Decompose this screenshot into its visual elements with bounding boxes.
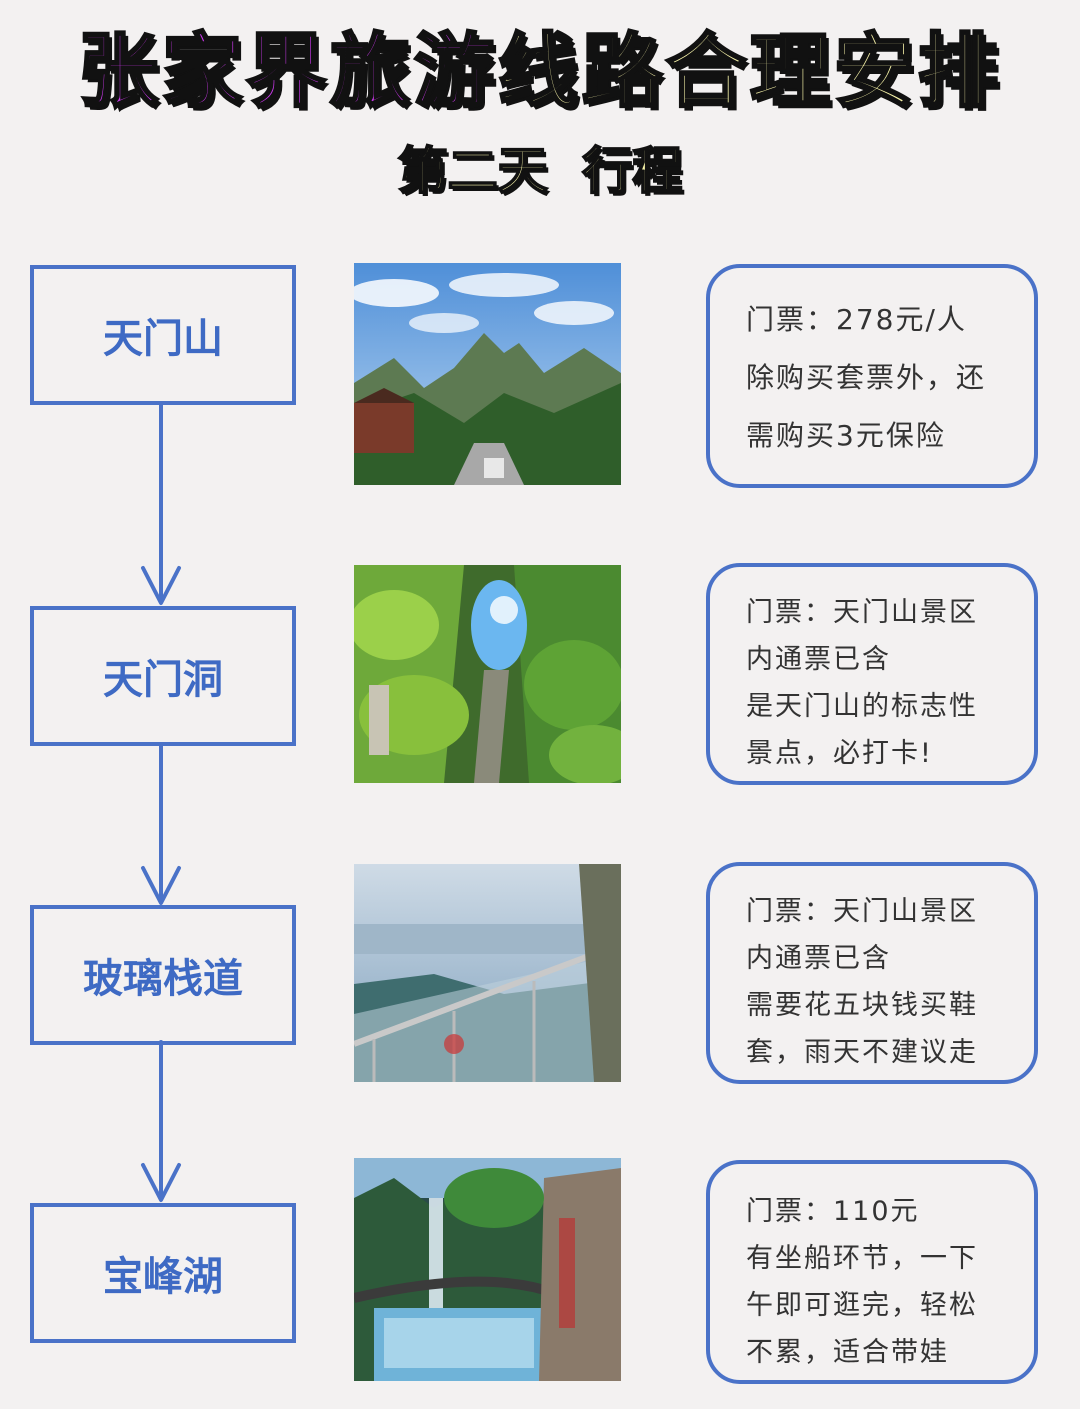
baofeng-lake-photo — [354, 1158, 621, 1381]
info-card-tianmenshan: 门票：278元/人 除购买套票外，还 需购买3元保险 — [706, 264, 1038, 488]
info-line: 门票：天门山景区 — [746, 896, 978, 927]
page-title: 张家界旅游线路合理安排 — [0, 22, 1080, 122]
step-node-glass-skywalk: 玻璃栈道 — [30, 905, 296, 1045]
title-part-2: 线路合理安排 — [497, 24, 1002, 120]
info-line: 是天门山的标志性 — [746, 691, 978, 722]
info-line: 内通票已含 — [746, 644, 891, 675]
info-line: 门票：天门山景区 — [746, 597, 978, 628]
step-node-tianmenshan: 天门山 — [30, 265, 296, 405]
info-line: 午即可逛完，轻松 — [746, 1290, 978, 1321]
info-card-tianmendong: 门票：天门山景区 内通票已含 是天门山的标志性 景点，必打卡! — [706, 563, 1038, 785]
info-card-baofeng-lake: 门票：110元 有坐船环节，一下 午即可逛完，轻松 不累，适合带娃 — [706, 1160, 1038, 1384]
connector-arrow-3 — [141, 1163, 181, 1202]
step-node-tianmendong: 天门洞 — [30, 606, 296, 746]
info-line: 门票：278元/人 — [746, 303, 967, 336]
title-part-1: 张家界旅游 — [77, 24, 498, 120]
info-line: 需购买3元保险 — [746, 419, 946, 452]
tianmen-mountain-photo — [354, 263, 621, 485]
connector-arrow-1 — [141, 566, 181, 605]
info-line: 门票：110元 — [746, 1196, 920, 1227]
page-subtitle: 第二天 行程 — [397, 141, 684, 201]
glass-skywalk-photo — [354, 864, 621, 1082]
info-card-glass-skywalk: 门票：天门山景区 内通票已含 需要花五块钱买鞋 套，雨天不建议走 — [706, 862, 1038, 1084]
info-line: 套，雨天不建议走 — [746, 1037, 978, 1068]
info-line: 内通票已含 — [746, 943, 891, 974]
info-line: 需要花五块钱买鞋 — [746, 990, 978, 1021]
info-line: 不累，适合带娃 — [746, 1337, 949, 1368]
connector-arrow-2 — [141, 866, 181, 905]
tianmen-cave-photo — [354, 565, 621, 783]
info-line: 除购买套票外，还 — [746, 361, 987, 394]
step-node-baofeng-lake: 宝峰湖 — [30, 1203, 296, 1343]
info-line: 景点，必打卡! — [746, 738, 933, 769]
info-line: 有坐船环节，一下 — [746, 1243, 978, 1274]
